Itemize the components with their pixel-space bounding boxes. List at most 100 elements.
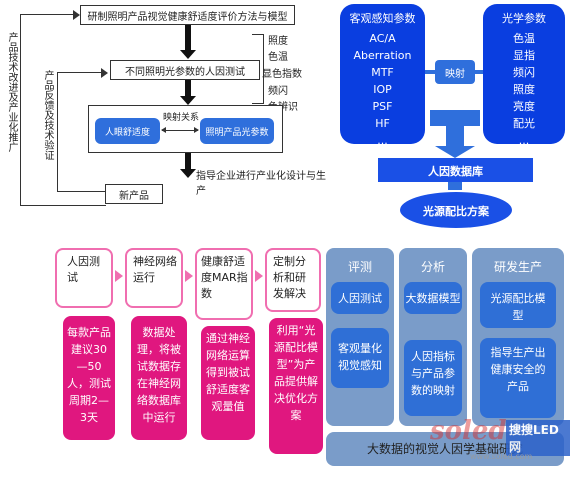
down-arrow-3-head [180,169,196,178]
watermark-brand: soled [430,416,507,446]
scheme-label: 光源配比方案 [423,205,489,218]
col-analysis-b-text: 人因指标与产品参数的映射 [411,350,455,397]
objective-param-item: PSF [372,100,393,113]
new-product-box: 新产品 [105,184,163,204]
database-bar [378,158,533,182]
inner-feedback-line-bottom [57,191,107,192]
outer-feedback-arrow-head [73,10,80,20]
inner-feedback-arrow-head [101,68,108,78]
objective-param-item: MTF [371,66,394,79]
footer-label: 大数据的视觉人因学基础研究 [366,442,523,456]
col-rd-a-text: 光源配比模型 [490,292,546,322]
guide-label: 指导企业进行产业化设计与生产 [196,171,326,197]
bottom-right-panel: 评测 人因测试 客观量化视觉感知 分析 大数据模型 人因指标与产品参数的映射 研… [326,248,570,473]
param-1: 照度 [268,36,288,47]
stage-1-desc: 每款产品建议30—50人，测试周期2—3天 [67,326,111,424]
optical-param-item: ... [518,134,530,147]
optical-param-item: 照度 [513,83,535,96]
db-down-arrow [448,182,462,190]
stage-2-desc: 数据处理，将被试数据存在神经网络数据库中运行 [137,326,181,424]
col-eval-header: 评测 [347,260,372,274]
inner-feedback-line-top [57,72,105,73]
outer-feedback-line-bottom [20,205,106,206]
inner-feedback-line [57,72,58,192]
left-arrow-shaft [425,70,435,74]
optical-param-item: 配光 [513,117,535,130]
objective-param-item: AC/A [369,32,396,45]
light-param-box: 照明产品光参数 [200,118,274,144]
col-eval-b-text: 客观量化视觉感知 [338,342,382,372]
inner-vertical-label: 产品反馈及技术验证 [42,70,53,160]
mapping-double-arrow [162,130,198,131]
col-analysis-header: 分析 [420,260,445,274]
scheme-ellipse [400,192,512,228]
t-stem [446,124,464,148]
top-right-diagram: 客观感知参数 AC/A Aberration MTF IOP PSF HF ..… [340,0,570,235]
down-arrow-2-head [180,96,196,105]
watermark-site: 搜搜LED网 [506,420,570,456]
optical-param-item: 色温 [513,32,535,45]
col-analysis-a-text: 大数据模型 [405,292,461,305]
down-arrow-1 [185,25,191,53]
stage-4-body [269,318,323,454]
title-box: 研制照明产品视觉健康舒适度评价方法与模型 [80,5,295,25]
objective-param-item: ... [377,134,388,147]
objective-param-item: Aberration [353,49,412,62]
col-rd-a [480,282,556,328]
param-bracket [252,34,264,104]
param-4: 频闪 [268,86,288,97]
stage-2-title: 神经网络运行 [133,255,177,284]
watermark: soled 搜搜LED网 www.soled.com [430,408,570,478]
stage-4-title: 定制分析和研发解决 [273,255,306,300]
optical-params-title: 光学参数 [502,12,546,25]
objective-param-item: HF [375,117,390,130]
stage-4-header [265,248,321,312]
col-rd-b [480,338,556,418]
param-3: 显色指数 [262,69,302,80]
optical-param-item: 亮度 [513,100,535,113]
col-eval-a-text: 人因测试 [338,292,382,305]
bottom-left-flow: 人因测试 每款产品建议30—50人，测试周期2—3天 神经网络运行 数据处理，将… [55,248,325,473]
mapping-arrow-head-right [194,127,199,133]
optical-param-item: 显指 [513,49,535,62]
stage-1-body [63,316,115,440]
test-box: 不同照明光参数的人因测试 [110,60,260,80]
col-eval-a [331,282,389,314]
mapping-label: 映射关系 [163,113,200,123]
objective-params-panel [340,4,425,144]
outer-vertical-label: 产品技术改进及产业化推广 [6,32,17,152]
stage-2-header [125,248,183,308]
down-arrow-2 [185,80,191,98]
mapping-center-box [435,60,475,84]
optical-param-item: 频闪 [513,66,535,79]
outer-feedback-line [20,14,21,206]
watermark-url: www.soled.com [470,452,533,461]
param-5: 色辨识 [268,102,298,113]
stage-2-body [131,316,187,440]
outer-feedback-line-top [20,14,78,15]
col-analysis-b [404,340,462,416]
database-label: 人因数据库 [428,165,483,178]
param-2: 色温 [268,52,288,63]
right-arrow-shaft [475,70,483,74]
arrow-3-4 [255,270,263,282]
arrow-1-2 [115,270,123,282]
t-bar [430,110,480,126]
optical-params-list: 色温 显指 频闪 照度 亮度 配光 ... [483,30,565,149]
top-left-flowchart: 产品技术改进及产业化推广 产品反馈及技术验证 研制照明产品视觉健康舒适度评价方法… [0,0,330,225]
stage-3-body [201,326,255,440]
objective-params-list: AC/A Aberration MTF IOP PSF HF ... [340,30,425,149]
eye-comfort-box: 人眼舒适度 [95,118,160,144]
col-rd-header: 研发生产 [493,260,542,274]
objective-param-item: IOP [373,83,392,96]
stage-4-desc: 利用“光源配比模型”为产品提供解决优化方案 [274,324,318,422]
mapping-center-label: 映射 [445,69,465,80]
col-rd-b-text: 指导生产出健康安全的产品 [490,346,546,393]
t-arrow-head [435,146,475,158]
stage-1-title: 人因测试 [67,255,100,284]
objective-params-title: 客观感知参数 [349,12,416,25]
col-eval-b [331,328,389,388]
down-arrow-3 [185,153,191,171]
arrow-2-3 [185,270,193,282]
stage-3-title: 健康舒适度MAR指数 [201,255,248,300]
